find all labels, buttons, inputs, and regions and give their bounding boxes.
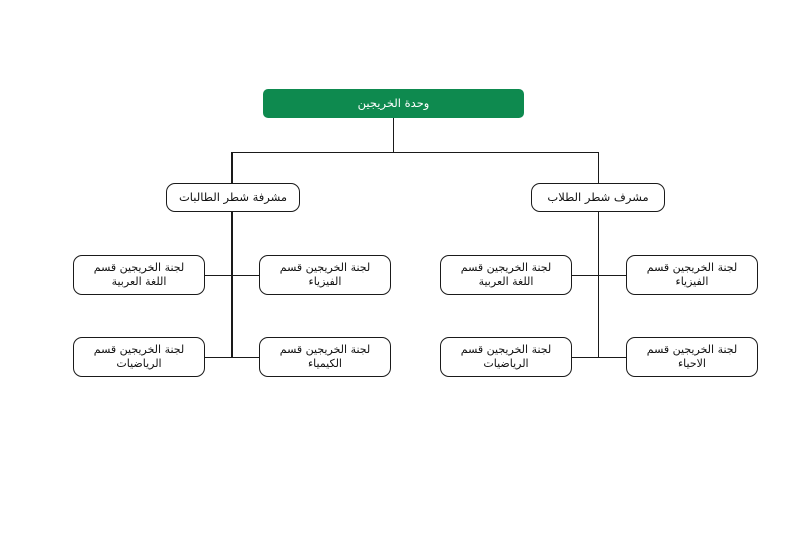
- node-leaf-male-math-label: لجنة الخريجين قسم الرياضيات: [460, 342, 552, 370]
- node-leaf-female-arabic[interactable]: لجنة الخريجين قسم اللغة العربية: [73, 255, 205, 295]
- node-leaf-female-physics-label: لجنة الخريجين قسم الفيزياء: [279, 260, 371, 288]
- connector-female-spine: [231, 211, 233, 358]
- node-leaf-female-chemistry-label: لجنة الخريجين قسم الكيمياء: [279, 342, 371, 370]
- node-branch-male-label: مشرف شطر الطلاب: [547, 190, 649, 205]
- node-leaf-male-physics-label: لجنة الخريجين قسم الفيزياء: [646, 260, 738, 288]
- node-root-graduates-unit[interactable]: وحدة الخريجين: [263, 89, 524, 118]
- connector-branch-female-drop: [231, 151, 233, 184]
- node-leaf-female-math[interactable]: لجنة الخريجين قسم الرياضيات: [73, 337, 205, 377]
- node-leaf-male-biology-label: لجنة الخريجين قسم الاحياء: [646, 342, 738, 370]
- connector-male-arm-arabic: [571, 274, 599, 276]
- node-leaf-male-arabic-label: لجنة الخريجين قسم اللغة العربية: [460, 260, 552, 288]
- node-leaf-male-biology[interactable]: لجنة الخريجين قسم الاحياء: [626, 337, 758, 377]
- node-leaf-male-math[interactable]: لجنة الخريجين قسم الرياضيات: [440, 337, 572, 377]
- connector-root-stem: [392, 117, 394, 153]
- node-root-label: وحدة الخريجين: [357, 96, 430, 111]
- connector-female-arm-arabic: [205, 274, 232, 276]
- connector-male-arm-math: [571, 356, 599, 358]
- node-leaf-female-math-label: لجنة الخريجين قسم الرياضيات: [93, 342, 185, 370]
- node-leaf-male-arabic[interactable]: لجنة الخريجين قسم اللغة العربية: [440, 255, 572, 295]
- node-leaf-female-chemistry[interactable]: لجنة الخريجين قسم الكيمياء: [259, 337, 391, 377]
- node-branch-female-section[interactable]: مشرفة شطر الطالبات: [166, 183, 300, 212]
- connector-female-arm-physics: [231, 274, 260, 276]
- node-branch-female-label: مشرفة شطر الطالبات: [178, 190, 288, 205]
- connector-root-bus: [231, 151, 599, 153]
- connector-male-arm-bio: [597, 356, 627, 358]
- connector-female-arm-math: [205, 356, 232, 358]
- connector-female-arm-chem: [231, 356, 260, 358]
- connector-branch-male-drop: [597, 151, 599, 184]
- node-leaf-male-physics[interactable]: لجنة الخريجين قسم الفيزياء: [626, 255, 758, 295]
- node-branch-male-section[interactable]: مشرف شطر الطلاب: [531, 183, 665, 212]
- connector-male-spine: [597, 211, 599, 358]
- connector-male-arm-physics: [597, 274, 627, 276]
- node-leaf-female-arabic-label: لجنة الخريجين قسم اللغة العربية: [93, 260, 185, 288]
- node-leaf-female-physics[interactable]: لجنة الخريجين قسم الفيزياء: [259, 255, 391, 295]
